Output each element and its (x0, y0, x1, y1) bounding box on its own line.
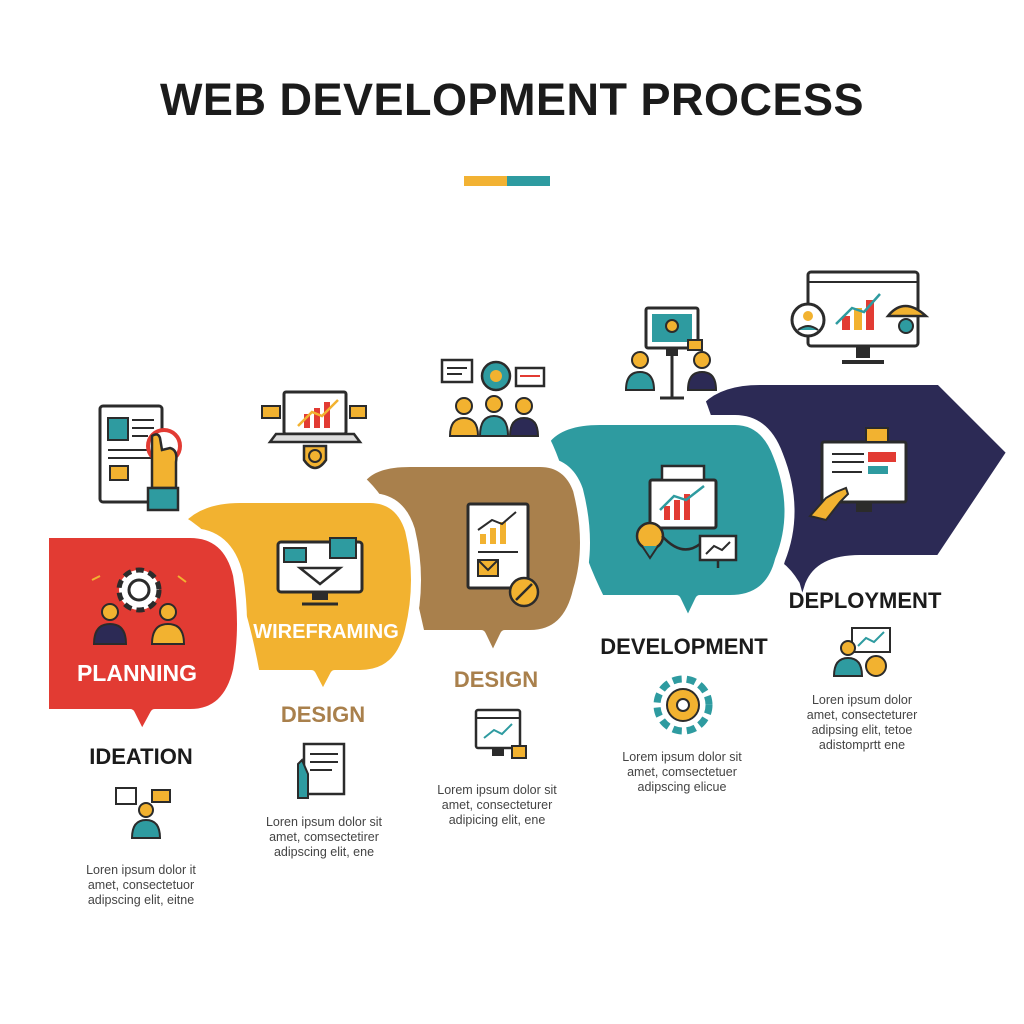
document-hand-icon (98, 404, 182, 512)
desc-line: adipscing elicue (637, 780, 727, 794)
desc-line: adipscing elit, eitne (87, 893, 195, 907)
desc-line: amet, consectetuor (87, 878, 195, 892)
desc-line: amet, comsectetirer (269, 830, 379, 844)
desc-line: Loren ipsum dolor sit (265, 815, 383, 829)
underline-yellow (464, 176, 507, 186)
monitor-analytics-icon (790, 270, 930, 364)
wireframe-monitor-icon (276, 537, 364, 606)
monitor-edit-icon (474, 708, 527, 759)
desc-line: amet, consecteturer (441, 798, 553, 812)
deployment-label: DEPLOYMENT (788, 588, 942, 613)
desc-line: Lorem ipsum dolor sit (437, 783, 557, 797)
stage-shape-planning (39, 528, 247, 743)
settings-gear-icon (653, 675, 713, 735)
development-label: DEVELOPMENT (600, 634, 768, 659)
laptop-chart-icon (261, 390, 367, 470)
person-chart-icon (832, 627, 891, 677)
development-description: Lorem ipsum dolor sit amet, comsectetuer… (607, 750, 757, 795)
title-underline (464, 176, 550, 186)
desc-line: amet, comsectetuer (627, 765, 737, 779)
desc-line: adipicing elit, ene (448, 813, 546, 827)
design-label-1: DESIGN (280, 702, 366, 727)
screen-touch-icon (808, 427, 908, 522)
desc-line: Lorem ipsum dolor sit (622, 750, 742, 764)
desc-line: Loren ipsum dolor (811, 693, 913, 707)
wireframing-label: WIREFRAMING (253, 621, 399, 643)
desc-line: adipscing elit, ene (273, 845, 375, 859)
desc-line: Loren ipsum dolor it (86, 863, 196, 877)
team-brainstorm-icon (440, 358, 546, 437)
planning-description: Loren ipsum dolor it amet, consectetuor … (66, 863, 216, 908)
design-label-2: DESIGN (453, 667, 539, 692)
ideation-label: IDEATION (89, 744, 193, 769)
desc-line: amet, consecteturer (806, 708, 918, 722)
report-document-icon (466, 502, 540, 608)
deployment-description: Loren ipsum dolor amet, consecteturer ad… (787, 693, 937, 753)
gear-team-icon (91, 567, 187, 645)
planning-label: PLANNING (76, 660, 198, 686)
monitor-team-icon (624, 306, 718, 400)
wireframing-description: Loren ipsum dolor sit amet, comsectetire… (249, 815, 399, 860)
document-edit-icon (297, 742, 346, 799)
chat-person-icon (115, 787, 171, 839)
design-description: Lorem ipsum dolor sit amet, consecteture… (422, 783, 572, 828)
desc-line: adipsing elit, tetoe (811, 723, 913, 737)
desc-line: adistomprtt ene (818, 738, 906, 752)
underline-teal (507, 176, 550, 186)
page-title: WEB DEVELOPMENT PROCESS (159, 74, 865, 125)
laptop-finance-icon (635, 464, 738, 568)
